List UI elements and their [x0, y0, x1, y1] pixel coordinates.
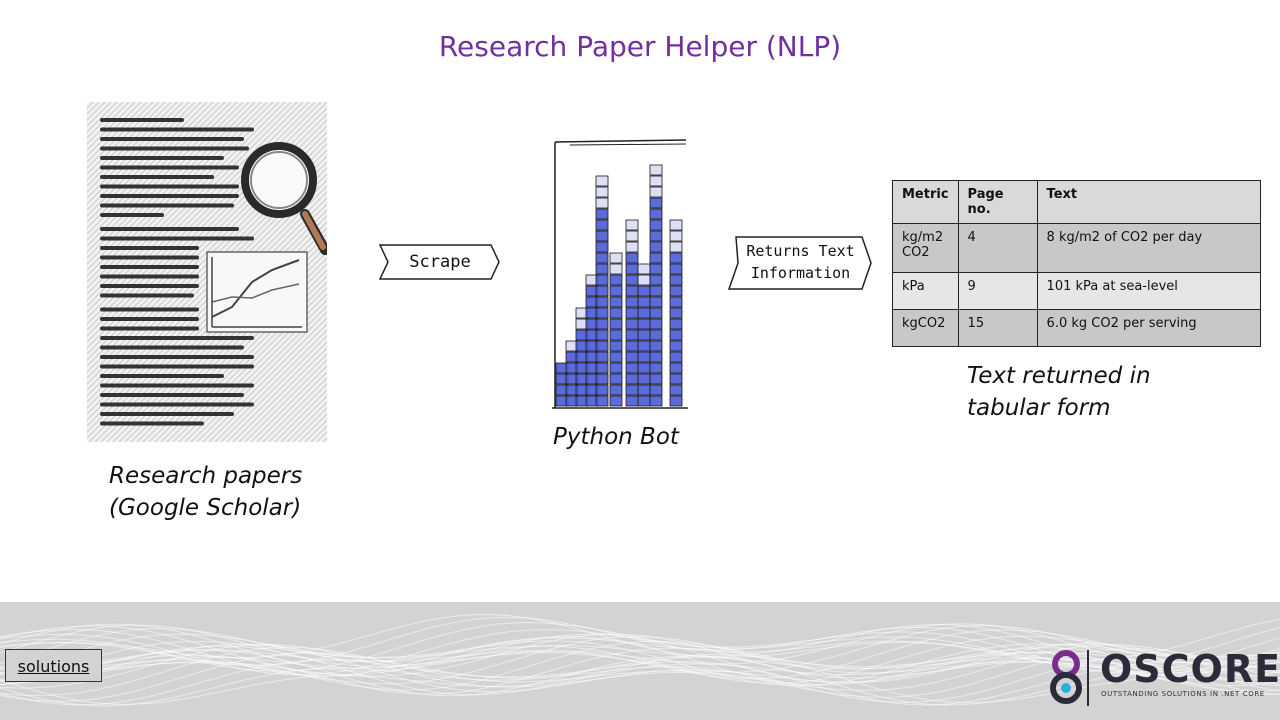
caption-line: Research papers — [109, 463, 303, 489]
table-cell: 9 — [957, 272, 1038, 310]
table-cell: 4 — [957, 223, 1038, 273]
research-papers-caption: Research papers (Google Scholar) — [109, 460, 302, 524]
solutions-button[interactable]: solutions — [5, 649, 102, 682]
python-bot-icon — [548, 138, 693, 413]
table-cell: 101 kPa at sea-level — [1036, 272, 1262, 310]
table-cell: kgCO2 — [892, 309, 959, 347]
scrape-arrow: Scrape — [378, 244, 501, 281]
table-caption: Text returned in tabular form — [967, 360, 1151, 424]
table-cell: 6.0 kg CO2 per serving — [1036, 309, 1262, 347]
caption-line: (Google Scholar) — [109, 495, 302, 521]
table-row: kPa 9 101 kPa at sea-level — [892, 272, 1262, 310]
oscore-logo: OSCORE OUTSTANDING SOLUTIONS IN .NET COR… — [1046, 648, 1280, 708]
logo-tagline: OUTSTANDING SOLUTIONS IN .NET CORE — [1101, 690, 1265, 698]
caption-line: Text returned in — [967, 363, 1151, 389]
python-bot-caption: Python Bot — [553, 424, 679, 450]
table-cell: kg/m2 CO2 — [892, 223, 959, 273]
column-header: Text — [1036, 180, 1262, 224]
returns-label: Returns Text Information — [728, 240, 873, 284]
table-cell: 15 — [957, 309, 1038, 347]
returns-label-line: Information — [750, 264, 851, 282]
returns-arrow: Returns Text Information — [727, 236, 873, 291]
returns-label-line: Returns Text — [746, 242, 855, 260]
column-header: Metric — [892, 180, 959, 224]
scrape-label: Scrape — [409, 252, 471, 272]
footer-band — [0, 602, 1280, 720]
logo-wordmark: OSCORE — [1100, 647, 1280, 691]
table-cell: kPa — [892, 272, 959, 310]
magnifier-icon — [241, 142, 330, 255]
page-title: Research Paper Helper (NLP) — [438, 30, 842, 63]
column-header: Page no. — [957, 180, 1038, 224]
oscore-logo-icon — [1050, 650, 1089, 706]
table-cell: 8 kg/m2 of CO2 per day — [1036, 223, 1262, 273]
table-row: kgCO2 15 6.0 kg CO2 per serving — [892, 309, 1262, 347]
table-row: kg/m2 CO2 4 8 kg/m2 of CO2 per day — [892, 223, 1262, 273]
research-paper-document-icon — [0, 101, 664, 443]
caption-line: tabular form — [967, 395, 1111, 421]
results-table: Metric Page no. Text kg/m2 CO2 4 8 kg/m2… — [892, 180, 1262, 347]
